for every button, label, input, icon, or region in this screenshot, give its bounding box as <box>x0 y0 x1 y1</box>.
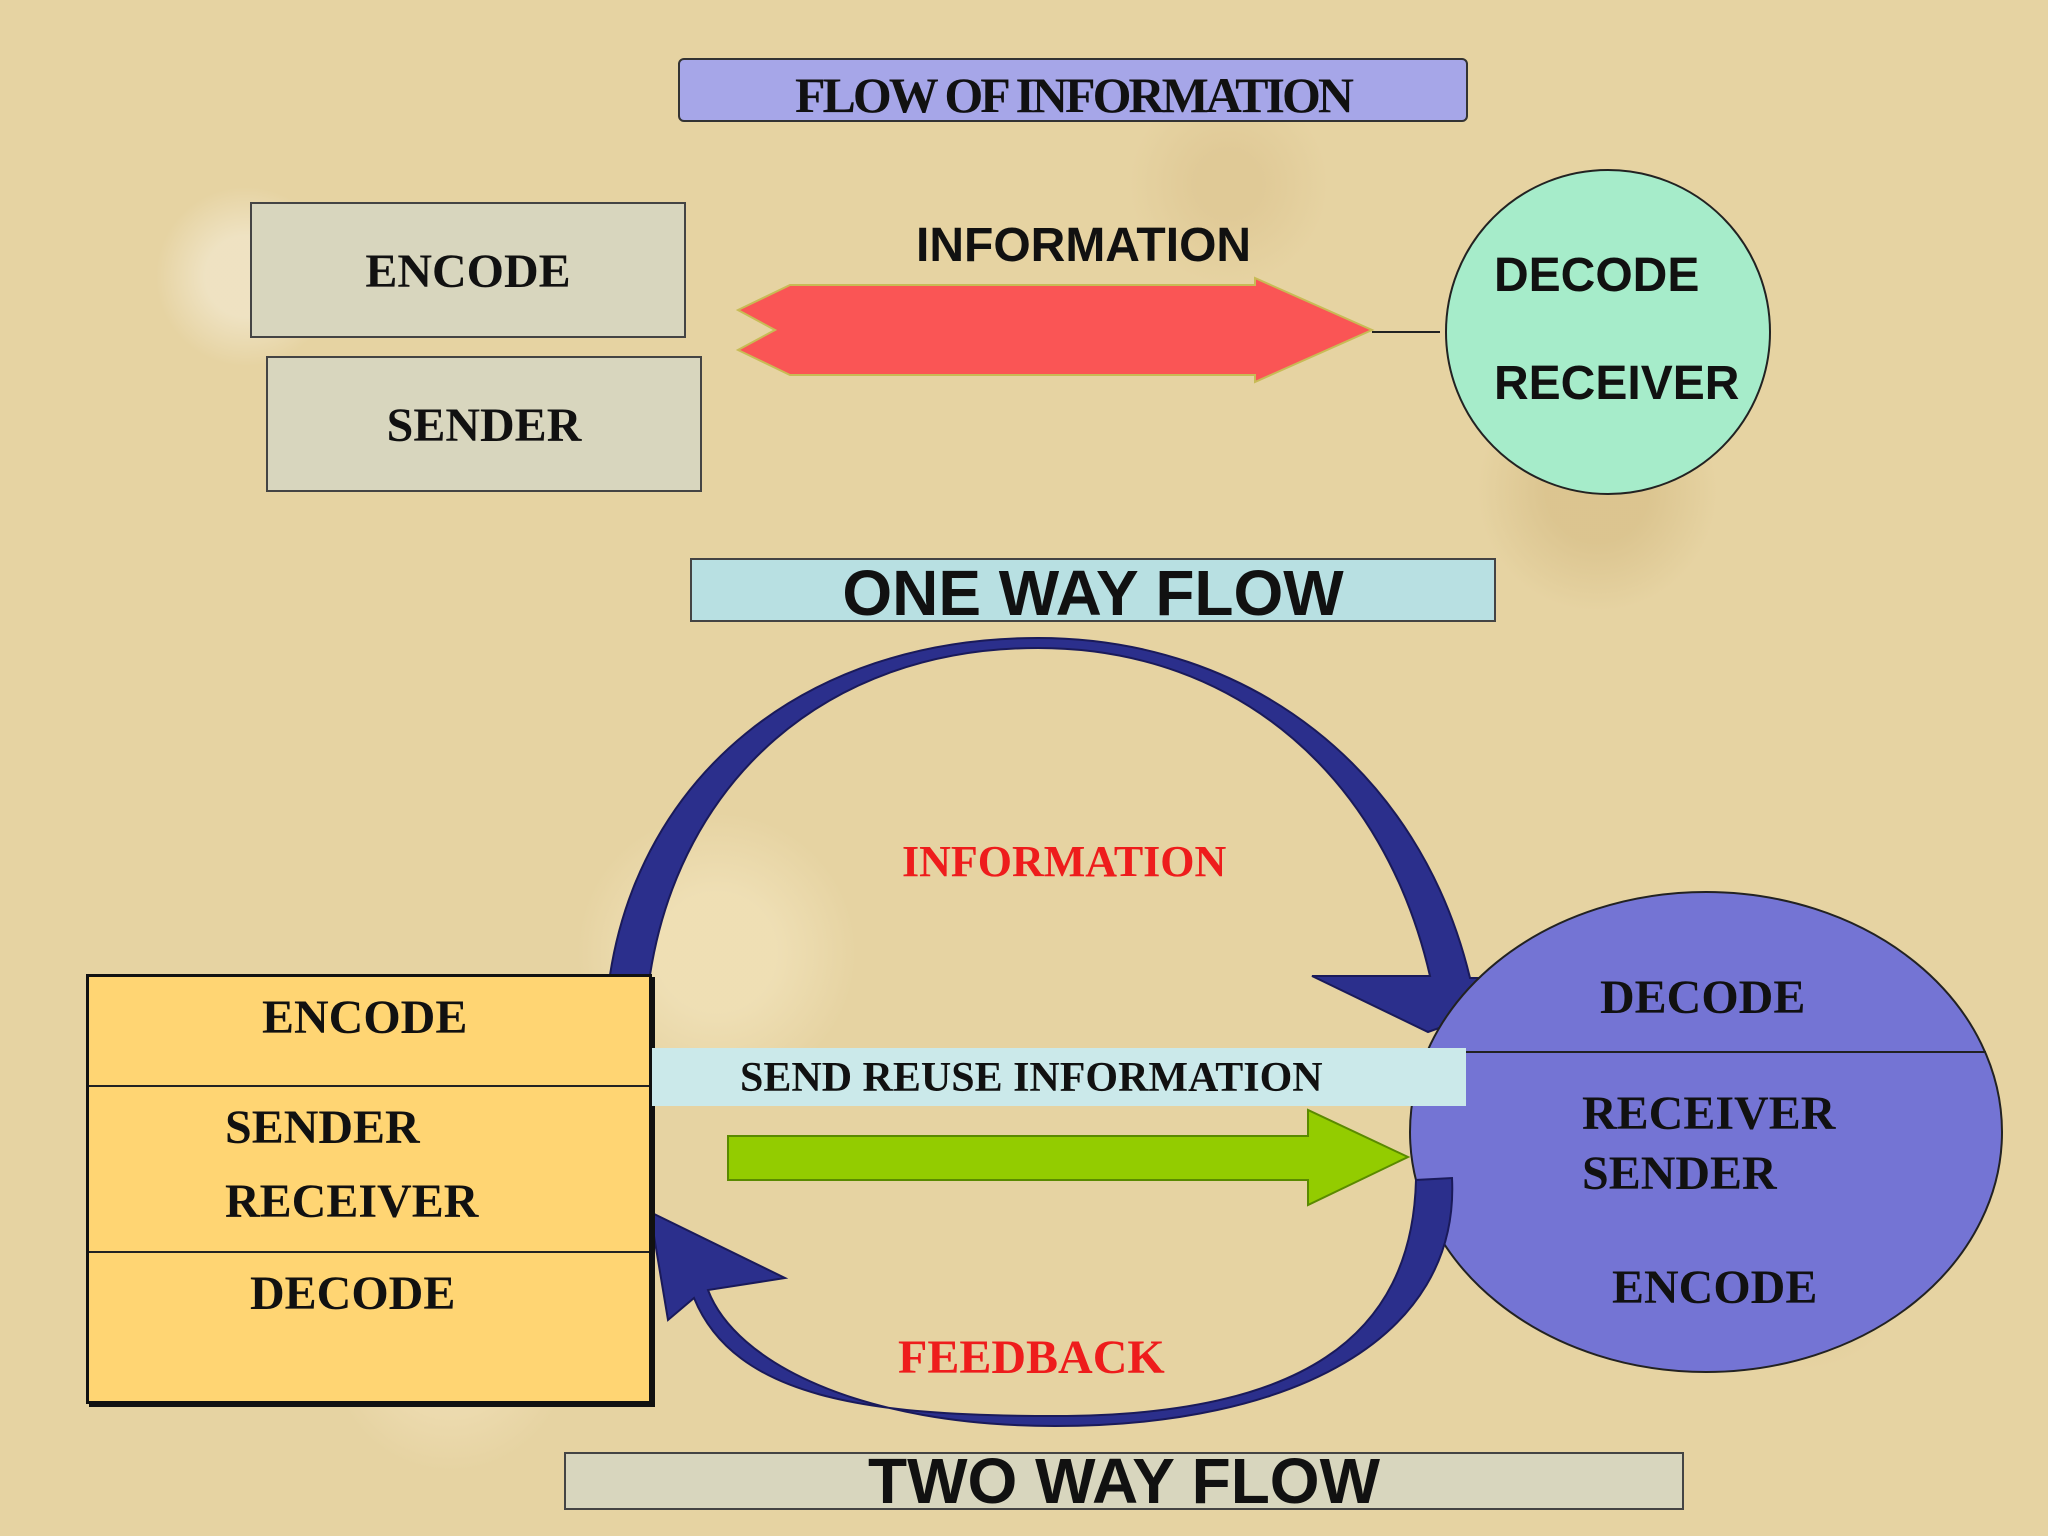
receiver-label: RECEIVER <box>1494 357 1740 410</box>
right-decode-label: DECODE <box>1600 971 1806 1024</box>
left-decode-label: DECODE <box>250 1267 456 1320</box>
information-label: INFORMATION <box>916 219 1252 272</box>
information-arc-arrow <box>608 636 1579 1034</box>
two-way-caption: TWO WAY FLOW <box>868 1445 1380 1517</box>
encode-box <box>250 202 686 338</box>
one-way-caption: ONE WAY FLOW <box>842 557 1344 629</box>
box-divider-1 <box>89 1085 649 1087</box>
sender-receiver-box <box>86 974 652 1404</box>
sender-box <box>266 356 702 492</box>
decode-label: DECODE <box>1494 249 1700 302</box>
feedback-label: FEEDBACK <box>898 1331 1165 1384</box>
right-encode-label: ENCODE <box>1612 1261 1818 1314</box>
left-sender-label: SENDER <box>225 1101 420 1154</box>
two-way-caption-banner <box>564 1452 1684 1510</box>
one-way-caption-banner <box>690 558 1496 622</box>
feedback-arc-arrow <box>648 1176 1454 1428</box>
left-encode-label: ENCODE <box>262 991 468 1044</box>
information-arrow <box>735 276 1375 384</box>
right-receiver-label: RECEIVER <box>1582 1087 1836 1140</box>
send-reuse-arrow <box>727 1108 1411 1207</box>
title-banner <box>678 58 1468 122</box>
encode-label: ENCODE <box>365 245 571 298</box>
send-reuse-banner <box>652 1048 1466 1106</box>
sender-label: SENDER <box>386 399 582 452</box>
left-receiver-label: RECEIVER <box>225 1175 479 1228</box>
box-divider-2 <box>89 1251 649 1253</box>
information-red-label: INFORMATION <box>902 837 1227 886</box>
receiver-circle <box>1445 169 1771 495</box>
receiver-sender-ellipse <box>1409 891 2003 1373</box>
page-title: FLOW OF INFORMATION <box>795 67 1354 123</box>
right-sender-label: SENDER <box>1582 1147 1777 1200</box>
send-reuse-label: SEND REUSE INFORMATION <box>740 1055 1323 1101</box>
